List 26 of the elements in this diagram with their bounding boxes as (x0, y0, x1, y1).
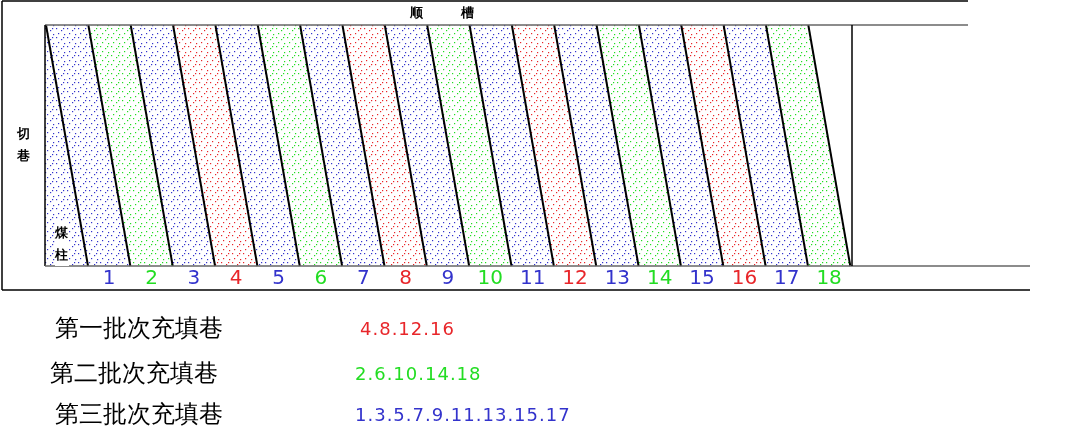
batch-numbers: 2.6.10.14.18 (355, 365, 482, 383)
batch-label: 第二批次充填巷 (50, 361, 218, 385)
strip-number: 2 (145, 267, 158, 287)
strip-number: 3 (187, 267, 201, 287)
strip-number: 11 (519, 267, 546, 287)
strip-number: 1 (102, 267, 116, 287)
strip-number: 6 (314, 267, 328, 287)
strip-number: 17 (774, 267, 800, 287)
strip-number: 15 (689, 267, 715, 287)
strip-number: 10 (477, 267, 504, 287)
roadway-label: 顺槽 (410, 6, 512, 19)
strip-number: 14 (647, 267, 673, 287)
strip-number: 7 (356, 267, 370, 287)
strip-number: 8 (399, 267, 412, 287)
strip-number: 12 (562, 267, 588, 287)
batch-label: 第三批次充填巷 (55, 402, 223, 426)
strip-number: 4 (229, 267, 243, 287)
strip-number: 16 (731, 267, 758, 287)
batch-label: 第一批次充填巷 (55, 316, 223, 340)
pillar-label: 煤柱 (55, 222, 69, 266)
strip-number: 5 (272, 267, 285, 287)
strip-number: 9 (441, 267, 455, 287)
batch-numbers: 4.8.12.16 (360, 320, 455, 338)
strip-number: 13 (604, 267, 631, 287)
strip-number: 18 (816, 267, 842, 287)
batch-numbers: 1.3.5.7.9.11.13.15.17 (355, 406, 571, 424)
